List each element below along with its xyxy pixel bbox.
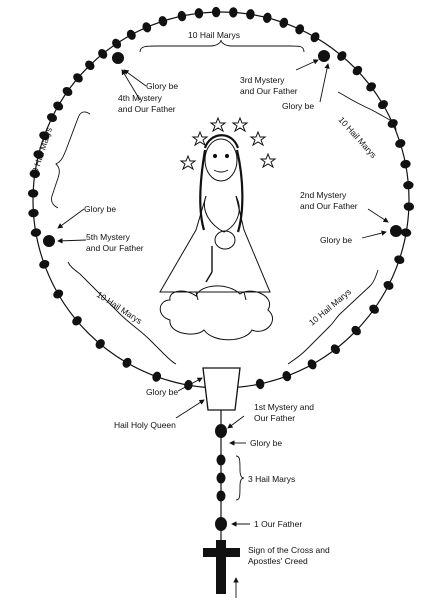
label-glory-bottom: Glory be (146, 387, 178, 397)
cross-icon (203, 540, 240, 594)
bead-icon (255, 378, 265, 390)
label-5th-mystery-2: and Our Father (86, 243, 144, 253)
bead-icon (282, 371, 292, 382)
bead-icon (39, 131, 50, 141)
bead-icon (73, 73, 83, 83)
label-5th-mystery-1: 5th Mystery (86, 232, 131, 242)
bead-icon (122, 357, 132, 368)
bead-icon (263, 12, 272, 23)
bead-icon (400, 159, 411, 169)
bead-icon (85, 60, 95, 71)
bead-icon (352, 65, 363, 76)
bead-icon (177, 10, 187, 22)
bead-icon (95, 339, 105, 349)
bead-icon (98, 49, 108, 59)
bead-icon (46, 113, 58, 123)
bead-icon (53, 101, 64, 111)
decade-braces (51, 39, 397, 501)
bead-icon (28, 208, 39, 218)
label-hail-right-upper: 10 Hail Marys (337, 115, 379, 160)
stem-bead-hail-1 (216, 454, 226, 466)
bead-icon (378, 100, 388, 110)
bead-icon (194, 8, 204, 19)
bead-icon (295, 24, 305, 35)
label-hail-left-lower: 10 Hail Marys (95, 289, 144, 326)
bead-icon (29, 169, 40, 179)
centerpiece-icon (202, 367, 241, 411)
bead-icon (27, 189, 39, 198)
label-glory-mid-left: Glory be (84, 204, 116, 214)
label-hail-left-upper: 10 Hail Marys (28, 126, 54, 179)
label-1st-mystery-1: 1st Mystery and (254, 402, 314, 412)
our-father-bead-5 (43, 235, 55, 247)
label-glory-stem: Glory be (250, 438, 282, 448)
bead-icon (403, 180, 414, 190)
stem-bead-hail-2 (216, 472, 226, 484)
bead-icon (112, 38, 122, 49)
label-3-hail-marys: 3 Hail Marys (248, 474, 295, 484)
label-2nd-mystery-1: 2nd Mystery (300, 190, 347, 200)
bead-icon (126, 29, 136, 40)
label-sign-of-cross-2: Apostles' Creed (248, 556, 308, 566)
our-father-bead-2 (390, 225, 402, 237)
label-hail-right-lower: 10 Hail Marys (307, 286, 353, 327)
stem-bead-our-father (215, 517, 227, 531)
bead-icon (369, 304, 379, 314)
decade-beads (27, 6, 415, 391)
bead-icon (142, 22, 152, 33)
label-4th-mystery-2: and Our Father (118, 104, 176, 114)
bead-icon (337, 51, 347, 61)
bead-icon (394, 255, 405, 265)
our-father-bead-4 (112, 52, 124, 64)
bead-icon (403, 202, 415, 211)
bead-icon (30, 228, 42, 237)
stem-bead-first-mystery (215, 424, 227, 438)
bead-icon (211, 6, 221, 18)
bead-icon (307, 359, 317, 370)
label-1st-mystery-2: Our Father (254, 413, 295, 423)
bead-icon (400, 228, 412, 237)
bead-icon (158, 16, 168, 27)
bead-icon (152, 371, 162, 382)
bead-icon (72, 316, 82, 326)
arrows (57, 59, 389, 598)
bead-icon (351, 325, 361, 336)
label-glory-upper-right: Glory be (282, 101, 314, 111)
label-3rd-mystery-2: and Our Father (240, 86, 298, 96)
label-top-hail-marys: 10 Hail Marys (188, 30, 240, 40)
mary-drawing (159, 116, 277, 341)
label-sign-of-cross-1: Sign of the Cross and (248, 545, 330, 555)
label-glory-mid-right: Glory be (320, 235, 352, 245)
bead-icon (383, 280, 394, 290)
bead-icon (53, 289, 64, 299)
bead-icon (229, 7, 238, 18)
bead-icon (395, 139, 406, 148)
bead-icon (279, 17, 289, 28)
bead-icon (39, 259, 50, 269)
bead-icon (246, 9, 255, 20)
bead-icon (310, 32, 320, 43)
label-glory-upper-left: Glory be (146, 81, 178, 91)
stem-bead-hail-3 (216, 490, 226, 502)
label-1-our-father: 1 Our Father (254, 519, 302, 529)
label-3rd-mystery-1: 3rd Mystery (240, 75, 285, 85)
label-hail-holy-queen: Hail Holy Queen (114, 420, 176, 430)
bead-icon (330, 344, 340, 355)
label-2nd-mystery-2: and Our Father (300, 201, 358, 211)
label-4th-mystery-1: 4th Mystery (118, 93, 163, 103)
bead-icon (33, 150, 44, 159)
bead-icon (62, 86, 73, 97)
our-father-bead-3 (318, 50, 330, 62)
bead-icon (366, 82, 376, 92)
